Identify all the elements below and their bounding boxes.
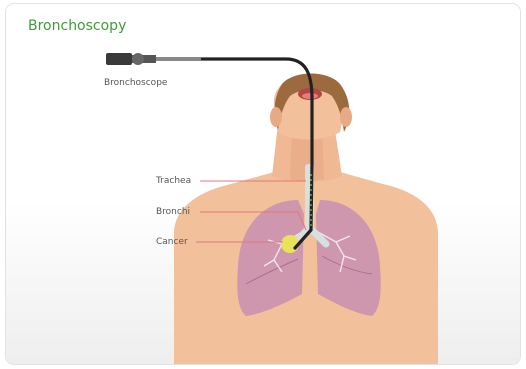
- cancer-label: Cancer: [156, 237, 188, 247]
- tumor: [281, 235, 299, 253]
- bronchoscopy-illustration: [6, 4, 520, 364]
- bronchoscope-shaft: [156, 57, 201, 61]
- bronchi-label: Bronchi: [156, 207, 190, 217]
- trachea-label: Trachea: [156, 176, 191, 186]
- right-ear: [340, 107, 352, 127]
- tongue: [302, 93, 318, 99]
- bronchoscope-knob: [132, 53, 144, 65]
- bronchoscope-handle: [106, 53, 132, 65]
- left-ear: [270, 107, 282, 127]
- diagram-card: Bronchoscopy: [6, 4, 520, 364]
- bronchoscope-label: Bronchoscope: [104, 78, 167, 88]
